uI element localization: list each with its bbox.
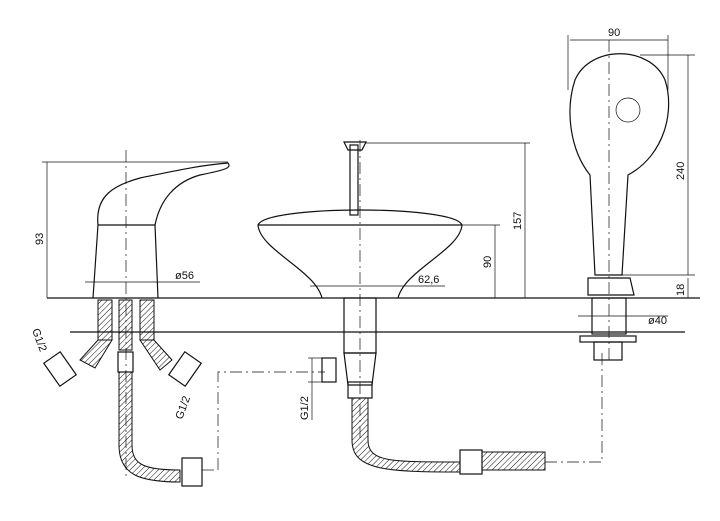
dim-holder-diameter: ø40 bbox=[648, 315, 667, 327]
dim-shower-height: 240 bbox=[675, 162, 687, 180]
dim-spout-body-height: 90 bbox=[482, 256, 494, 268]
label-thread-spout: G1/2 bbox=[299, 396, 311, 420]
label-thread-left: G1/2 bbox=[29, 327, 48, 354]
dim-mixer-base-diameter: ø56 bbox=[175, 270, 194, 282]
dim-spout-base-diameter: 62,6 bbox=[418, 274, 439, 286]
hand-shower bbox=[569, 40, 670, 361]
dimension-lines bbox=[42, 35, 695, 420]
mixer-hoses bbox=[42, 299, 203, 487]
mixer-body bbox=[92, 150, 230, 480]
dim-shower-width: 90 bbox=[608, 27, 620, 39]
label-thread-right: G1/2 bbox=[174, 395, 193, 422]
dim-mixer-height: 93 bbox=[34, 233, 46, 245]
dim-spout-height: 157 bbox=[512, 212, 524, 230]
dim-holder-height: 18 bbox=[675, 284, 687, 296]
spout-body bbox=[257, 140, 546, 475]
